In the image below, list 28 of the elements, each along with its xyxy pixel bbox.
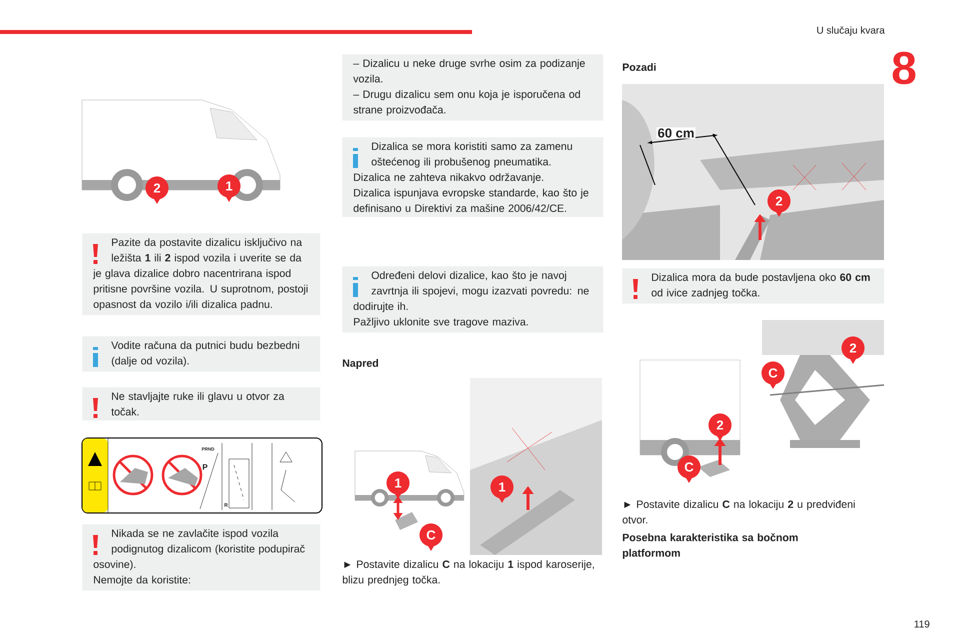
instruction-text: ► Postavite dizalicu C na lokaciju 2 u predviđeni otvor. xyxy=(622,500,855,524)
callout-number: C xyxy=(420,524,442,551)
callout-number: C xyxy=(678,456,700,483)
chapter-number: 8 xyxy=(892,52,916,84)
section-heading: Pozadi xyxy=(622,63,656,71)
note-box: Nikada se ne zavlačite ispod vozila podignutog dizalicom (koristite podupirač osovine). Nemojte da koristite: xyxy=(82,524,320,591)
pictogram-text: P xyxy=(202,464,208,470)
note-box: Vodite računa da putnici budu bezbedni (dalje od vozila). xyxy=(82,336,320,372)
callout-number: 1 xyxy=(218,174,240,202)
callout-number: 2 xyxy=(146,176,168,204)
instruction-heading: Posebna karakteristika sa bočnom platformom xyxy=(622,533,798,559)
header-text: U slučaju kvara xyxy=(817,26,885,36)
callout-number: 1 xyxy=(386,472,410,499)
dimension-label: 60 cm xyxy=(656,127,696,139)
callout-number: 2 xyxy=(708,414,732,441)
callout-number: 2 xyxy=(842,336,864,364)
callout-number: 1 xyxy=(490,476,514,503)
callout-number: 2 xyxy=(768,190,791,217)
page-number: 119 xyxy=(914,620,930,628)
note-box: Dizalica se mora koristiti samo za zamenu oštećenog ili probušenog pneumatika. Dizalica ne zahteva nikakvo održavanje. Dizalica ispunjava evropske standarde, kao što je definisano u Direktivi za mašine 2006/42/CE. xyxy=(342,137,604,217)
note-box: Dizalica mora da bude postavljena oko 60 cm od ivice zadnjeg točka. xyxy=(622,268,884,304)
note-box: Pazite da postavite dizalicu isključivo na ležišta 1 ili 2 ispod vozila i uverite se da je glava dizalice dobro nacentrirana ispod pritisne površine vozila. U suprotnom, postoji opasnost da vozilo i/ili dizalica padnu. xyxy=(82,233,320,316)
instruction-text: ► Postavite dizalicu C na lokaciju 1 ispod karoserije, blizu prednjeg točka. xyxy=(342,560,594,586)
note-box: Ne stavljajte ruke ili glavu u otvor za točak. xyxy=(82,387,320,420)
callout-number: C xyxy=(762,362,784,389)
note-box: Određeni delovi dizalice, kao što je navoj zavrtnja ili spojevi, mogu izazvati povredu: ne dodirujte ih. Pažljivo uklonite sve tragove maziva. xyxy=(342,266,604,333)
section-heading: Napred xyxy=(342,359,378,369)
note-box: – Dizalicu u neke druge svrhe osim za podizanje vozila. – Drugu dizalicu sem onu koja je isporučena od strane proizvođača. xyxy=(342,54,604,121)
